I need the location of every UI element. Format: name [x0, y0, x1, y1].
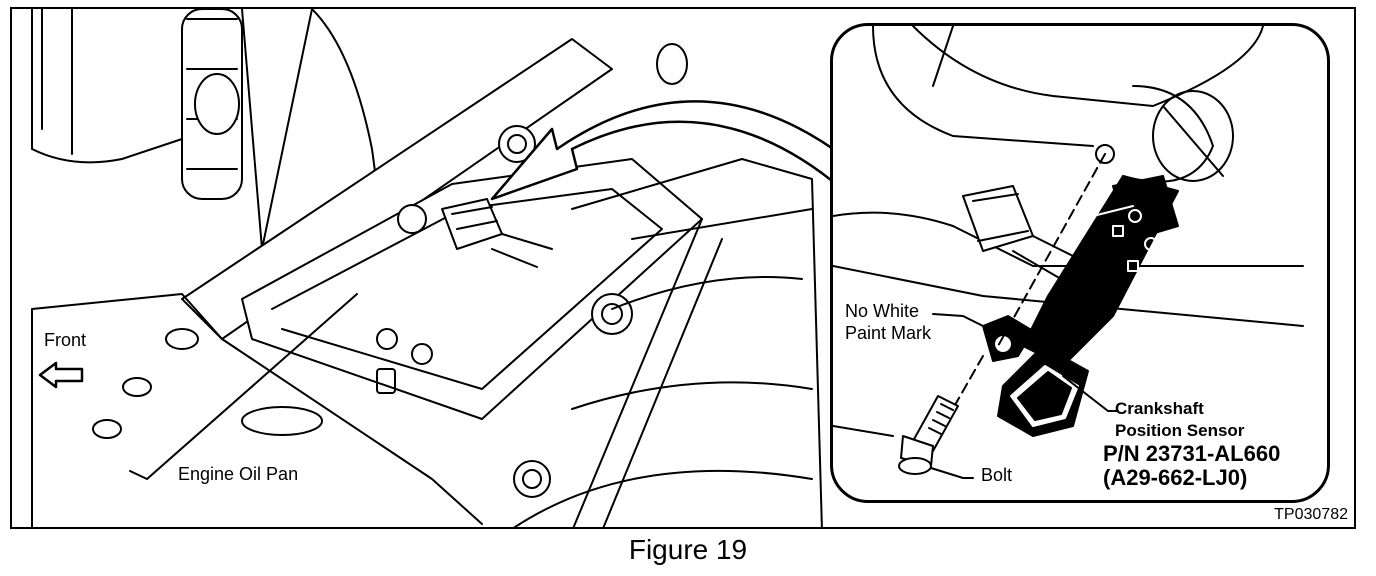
- bolt-part: [898, 395, 959, 475]
- alt-part-number-label: (A29-662-LJ0): [1103, 465, 1248, 490]
- inset-detail: No White Paint Mark Bolt Crankshaft Posi…: [830, 23, 1330, 503]
- mount-hole: [1095, 144, 1115, 164]
- crankshaft-position-sensor: [982, 175, 1179, 437]
- hole-4: [241, 406, 323, 436]
- sensor-name-label-line1: Crankshaft: [1115, 399, 1204, 418]
- curved-arrow-icon: [490, 100, 849, 201]
- hose-clamp: [962, 185, 1034, 252]
- inset-illustration: [833, 26, 1304, 479]
- floor-panel: [31, 293, 483, 527]
- bolt-head-1: [498, 125, 536, 163]
- no-white-paint-mark-label-line2: Paint Mark: [845, 323, 932, 343]
- sensor-name-label-line2: Position Sensor: [1115, 421, 1245, 440]
- transmission-ribbing: [513, 158, 823, 527]
- bolt-head-3: [513, 460, 551, 498]
- bolt-small: [397, 204, 427, 234]
- hole-2: [122, 377, 152, 397]
- hole-3: [92, 419, 122, 439]
- reference-code: TP030782: [1274, 506, 1348, 523]
- hole-1: [165, 328, 199, 350]
- figure-caption: Figure 19: [628, 534, 748, 565]
- oil-tube: [181, 38, 613, 340]
- engine-block-outline: [31, 9, 203, 164]
- figure-frame: Front Engine Oil Pan: [10, 7, 1356, 529]
- no-white-paint-mark-label-line1: No White: [845, 301, 920, 321]
- bolt-label: Bolt: [981, 465, 1013, 485]
- arrow-left-outline-icon: [38, 361, 84, 389]
- engine-oil-pan-label: Engine Oil Pan: [178, 464, 299, 484]
- engine-illustration: [31, 9, 849, 527]
- bolt-head-2: [591, 293, 633, 335]
- front-label: Front: [44, 330, 87, 350]
- part-number-label: P/N 23731-AL660: [1103, 441, 1281, 466]
